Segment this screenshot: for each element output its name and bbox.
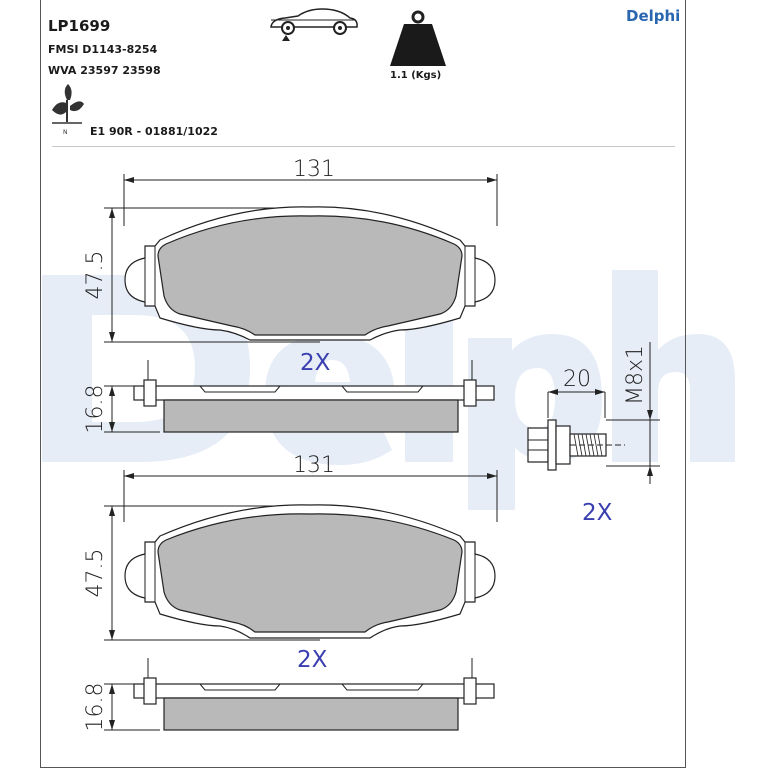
pad-height-label-bottom: 47.5 xyxy=(83,549,108,598)
pad-width-label-top: 131 xyxy=(293,157,335,182)
pad-side-view-bottom xyxy=(104,658,495,731)
header-divider xyxy=(52,146,675,147)
pad-side-view-top xyxy=(104,360,495,433)
wva-reference: WVA 23597 23598 xyxy=(48,64,161,77)
homologation-number: E1 90R - 01881/1022 xyxy=(90,125,218,138)
fmsi-reference: FMSI D1143-8254 xyxy=(48,43,158,56)
drawing-sheet-border xyxy=(40,0,686,768)
pad-quantity-top: 2X xyxy=(300,350,331,376)
pad-thickness-label-top: 16.8 xyxy=(83,385,108,434)
pad-height-label-top: 47.5 xyxy=(83,251,108,300)
bolt-thread-label: M8x1 xyxy=(623,345,648,405)
pad-quantity-bottom: 2X xyxy=(297,647,328,673)
weight-label: 1.1 (Kgs) xyxy=(390,70,442,81)
svg-text:N: N xyxy=(63,129,68,136)
bolt-quantity: 2X xyxy=(582,500,613,526)
pad-front-view-bottom xyxy=(104,470,498,641)
guide-bolt-drawing xyxy=(527,342,660,484)
bolt-length-label: 20 xyxy=(563,367,591,392)
pad-thickness-label-bottom: 16.8 xyxy=(83,683,108,732)
brand-logo: Delphi xyxy=(626,7,681,25)
pad-width-label-bottom: 131 xyxy=(293,453,335,478)
part-number: LP1699 xyxy=(48,17,111,35)
pad-front-view-top xyxy=(104,174,498,343)
